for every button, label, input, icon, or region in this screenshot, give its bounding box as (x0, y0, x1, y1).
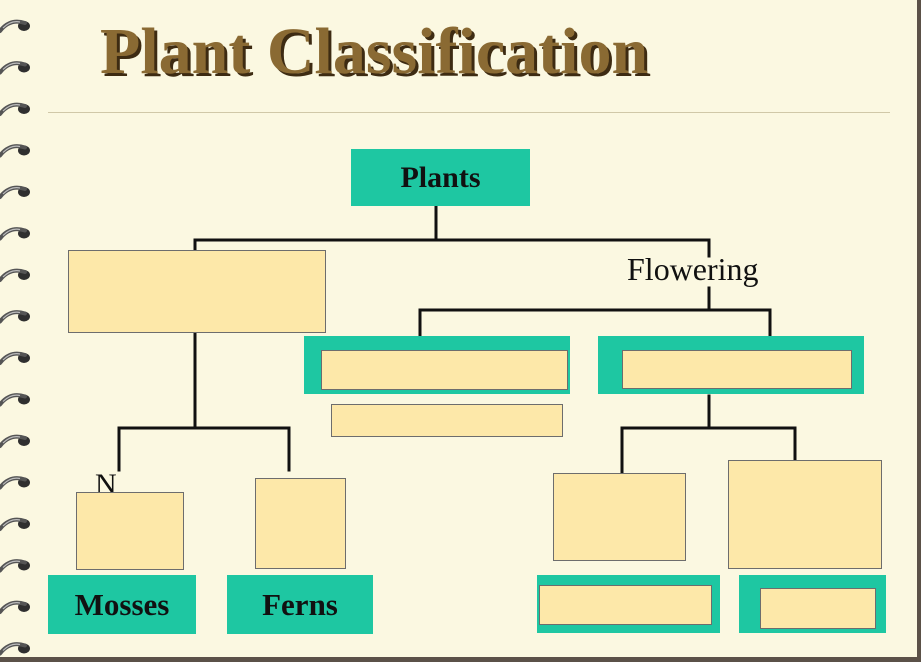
placeholder-box-bottom-right-a (539, 585, 712, 625)
spiral-ring (0, 600, 30, 614)
placeholder-box-bottom-right-b (760, 588, 876, 629)
spiral-ring (0, 268, 30, 282)
node-mosses: Mosses (48, 575, 196, 634)
spiral-ring (0, 351, 30, 365)
placeholder-box-mosses (76, 492, 184, 570)
spiral-ring (0, 102, 30, 116)
node-plants-label: Plants (400, 160, 481, 194)
spiral-ring (0, 517, 30, 531)
page-title: Plant Classification (100, 15, 649, 88)
spiral-binding (0, 19, 30, 656)
spiral-ring (0, 393, 30, 407)
node-ferns-label: Ferns (262, 586, 338, 622)
spiral-ring (0, 227, 30, 241)
placeholder-box-flowering-right (622, 350, 852, 389)
node-ferns: Ferns (227, 575, 373, 634)
spiral-ring (0, 476, 30, 490)
placeholder-box-flowering-left (321, 350, 568, 390)
placeholder-box-under-left-group (331, 404, 563, 437)
spiral-ring (0, 642, 30, 656)
spiral-ring (0, 434, 30, 448)
spiral-ring (0, 310, 30, 324)
spiral-ring (0, 144, 30, 158)
flowering-label: Flowering (627, 251, 759, 287)
spiral-ring (0, 61, 30, 75)
placeholder-box-nonflowering (68, 250, 326, 333)
placeholder-box-right-b (728, 460, 882, 569)
spiral-ring (0, 185, 30, 199)
placeholder-box-right-a (553, 473, 686, 561)
title-divider (48, 112, 890, 113)
node-mosses-label: Mosses (74, 586, 170, 622)
spiral-ring (0, 19, 30, 33)
placeholder-box-ferns (255, 478, 346, 569)
node-plants: Plants (351, 149, 530, 206)
spiral-ring (0, 559, 30, 573)
